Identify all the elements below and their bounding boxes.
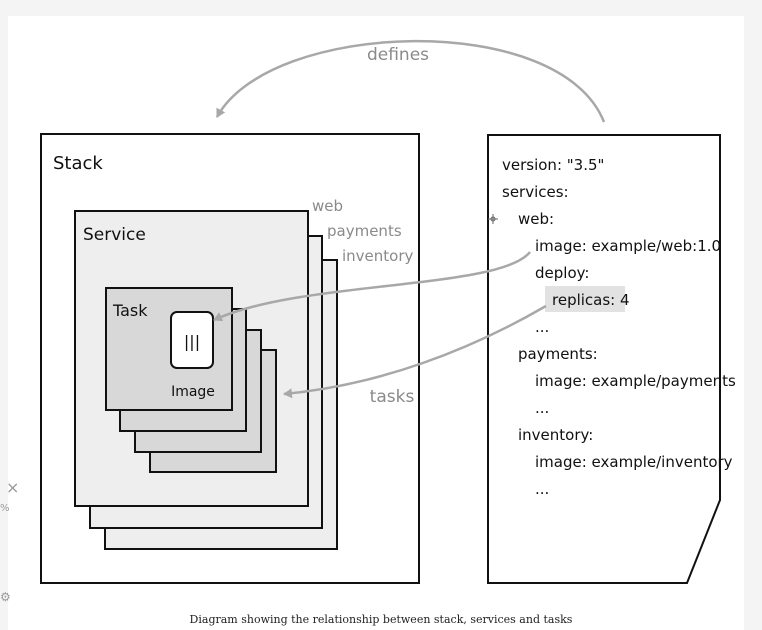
- service-name-payments: payments: [327, 222, 402, 240]
- gear-icon[interactable]: ⚙: [0, 590, 11, 604]
- defines-label: defines: [367, 45, 429, 65]
- compose-line-ellipsis-3: ...: [535, 480, 549, 498]
- stack-label: Stack: [53, 153, 103, 174]
- image-label: Image: [171, 384, 215, 400]
- replicas-highlight: [545, 286, 625, 312]
- compose-file-document: [487, 134, 721, 584]
- compose-line-inventory: inventory:: [518, 426, 593, 444]
- service-name-inventory: inventory: [342, 247, 414, 265]
- defines-arrow: [215, 39, 606, 123]
- tasks-label: tasks: [370, 387, 415, 407]
- image-reference-arrow: [213, 251, 531, 322]
- image-glyph: |||: [184, 332, 200, 351]
- image-container-icon: [170, 311, 214, 369]
- compose-line-payments: payments:: [518, 345, 598, 363]
- compose-line-ellipsis-2: ...: [535, 399, 549, 417]
- compose-line-replicas: replicas: 4: [552, 291, 630, 309]
- compose-line-services: services:: [502, 183, 569, 201]
- compose-line-inventory-image: image: example/inventory: [535, 453, 733, 471]
- service-name-web: web: [312, 197, 343, 215]
- close-icon[interactable]: ×: [6, 478, 20, 497]
- figure-caption: Diagram showing the relationship between…: [189, 613, 573, 626]
- compose-line-web-image: image: example/web:1.0: [535, 237, 721, 255]
- percent-indicator: %: [0, 503, 10, 514]
- compose-line-payments-image: image: example/payments: [535, 372, 736, 390]
- task-label: Task: [112, 301, 148, 320]
- compose-line-ellipsis-1: ...: [535, 318, 549, 336]
- crosshair-icon: [488, 214, 498, 224]
- service-label: Service: [83, 225, 146, 245]
- compose-line-deploy: deploy:: [535, 264, 589, 282]
- compose-line-web: web:: [518, 210, 554, 228]
- compose-line-version: version: "3.5": [502, 156, 604, 174]
- tasks-arrow: [283, 304, 547, 399]
